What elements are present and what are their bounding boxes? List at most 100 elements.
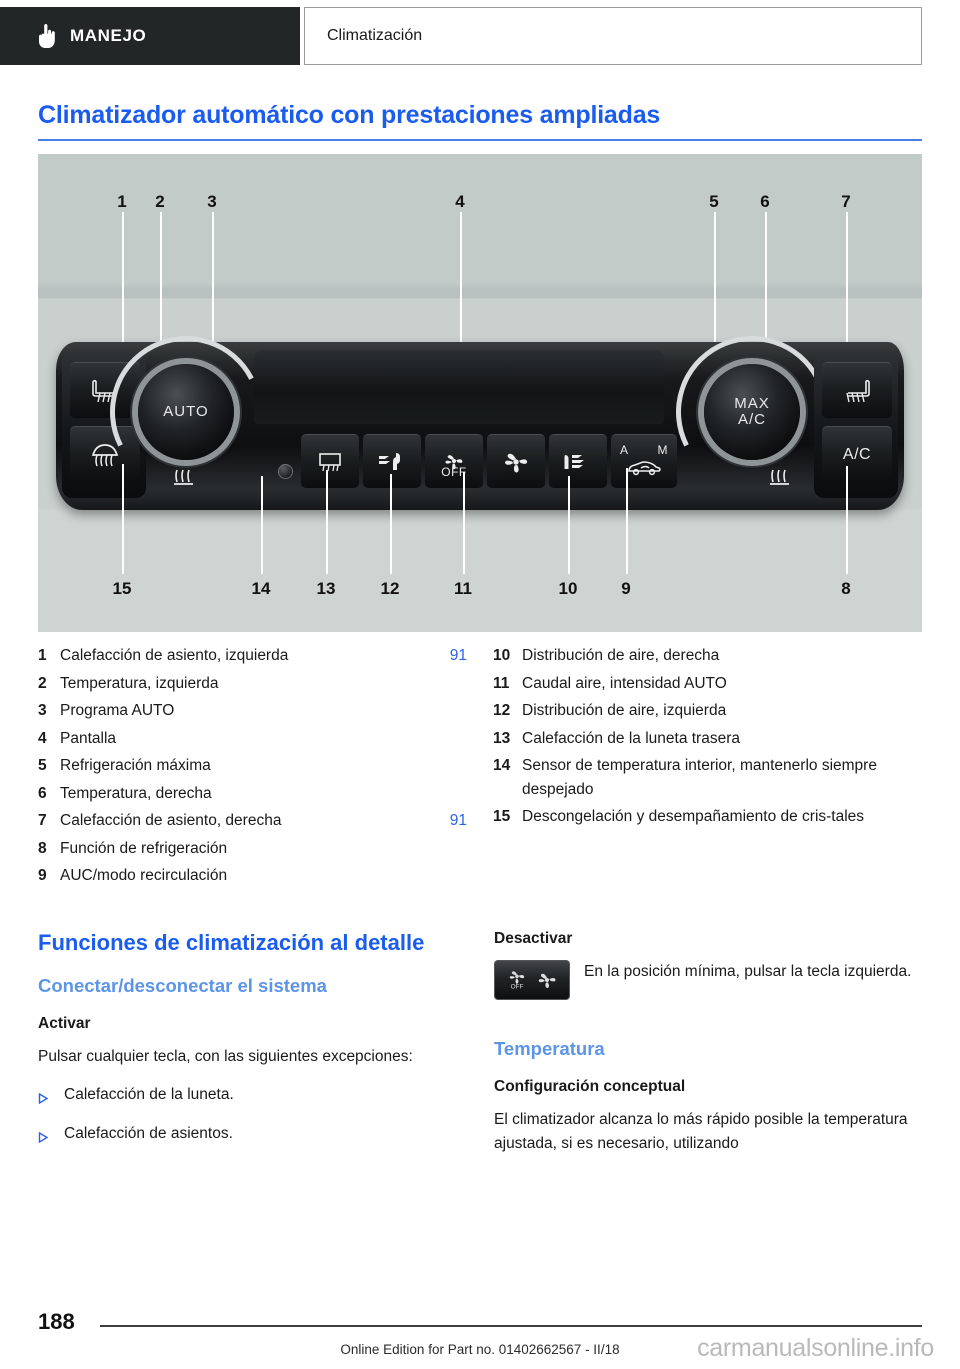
content-column-right: Desactivar OFF En la posición mínima, pu…	[494, 930, 918, 1170]
figure-callout-4: 4	[455, 192, 465, 211]
air-distribution-right-button[interactable]	[549, 434, 607, 488]
windscreen-defrost-icon	[91, 443, 119, 466]
ac-button-label: A/C	[842, 445, 872, 463]
heating-waves-left-icon	[174, 469, 193, 485]
legend-number: 3	[38, 702, 47, 720]
legend-label: Temperatura, derecha	[60, 784, 212, 802]
legend-number: 5	[38, 757, 47, 775]
legend-item: 3 Programa AUTO	[38, 699, 467, 723]
leader-line-1	[122, 212, 124, 384]
figure-callout-6: 6	[760, 192, 770, 211]
legend-label: Función de refrigeración	[60, 839, 228, 857]
list-item: Calefacción de la luneta.	[38, 1083, 462, 1112]
legend-item: 11 Caudal aire, intensidad AUTO	[493, 672, 922, 696]
edition-text: Online Edition for Part no. 01402662567 …	[340, 1342, 620, 1357]
climate-console: AUTO OFF	[56, 316, 904, 510]
figure-callout-7: 7	[841, 192, 851, 211]
legend-number: 11	[493, 674, 510, 692]
leader-line-5	[714, 212, 716, 384]
leader-line-3	[212, 212, 214, 392]
page-footer: 188 Online Edition for Part no. 01402662…	[0, 1293, 960, 1369]
legend-label: Pantalla	[60, 729, 117, 747]
heating-waves-right-icon	[770, 469, 789, 485]
climate-display	[254, 350, 664, 424]
leader-line-7	[846, 212, 848, 378]
pointing-hand-icon	[36, 24, 56, 48]
auto-program-knob[interactable]: AUTO	[138, 364, 234, 460]
content-columns: Funciones de climatización al detalle Co…	[38, 930, 922, 1170]
section-tab-label: MANEJO	[70, 26, 147, 45]
inline-fan-icon	[538, 973, 556, 989]
legend-number: 10	[493, 647, 511, 664]
auc-recirculation-button[interactable]: A M	[611, 434, 677, 488]
leader-line-14	[261, 476, 263, 574]
chapter-tab-label: Climatización	[327, 27, 423, 44]
air-distribution-left-button[interactable]	[363, 434, 421, 488]
rear-window-defrost-icon	[319, 452, 341, 471]
legend-xref[interactable]: 91	[449, 812, 467, 830]
legend-item: 8 Función de refrigeración	[38, 837, 467, 861]
max-ac-knob[interactable]: MAX A/C	[704, 364, 800, 460]
legend-label: Caudal aire, intensidad AUTO	[522, 674, 727, 692]
legend-number: 8	[38, 839, 47, 857]
seat-heating-right-button[interactable]	[822, 362, 892, 418]
auc-manual-label: M	[657, 443, 668, 457]
figure-callout-5: 5	[709, 192, 719, 211]
seat-heating-icon	[92, 379, 116, 402]
rear-window-defrost-button[interactable]	[301, 434, 359, 488]
legend-label: AUC/modo recirculación	[60, 867, 228, 885]
figure-callout-13: 13	[316, 579, 336, 598]
legend-label: Calefacción de asiento, izquierda	[60, 647, 289, 664]
max-ac-label-line2: A/C	[737, 411, 766, 428]
figure-callout-10: 10	[558, 579, 578, 598]
page-title: Climatizador automático con prestaciones…	[38, 101, 661, 129]
windscreen-defrost-button[interactable]	[70, 426, 140, 482]
leader-line-2	[160, 212, 162, 344]
config-text: El climatizador alcanza lo más rápido po…	[494, 1110, 908, 1152]
legend-number: 1	[38, 647, 47, 664]
figure-callout-2: 2	[155, 192, 165, 211]
fan-off-and-fan-key-icon: OFF	[494, 959, 570, 1000]
air-distribution-right-icon	[564, 454, 584, 469]
leader-line-8	[846, 466, 848, 574]
figure-callout-12: 12	[380, 579, 400, 598]
leader-line-4	[460, 212, 462, 350]
fan-speed-button[interactable]	[487, 434, 545, 488]
fan-off-button[interactable]: OFF	[425, 434, 483, 488]
recirculation-car-icon	[628, 461, 661, 476]
figure-callout-15: 15	[112, 579, 132, 598]
footer-divider	[100, 1325, 922, 1327]
legend-xref[interactable]: 91	[449, 647, 467, 664]
activate-exceptions-list: Calefacción de la luneta. Calefacción de…	[38, 1083, 462, 1151]
legend-label: Programa AUTO	[60, 702, 175, 720]
deactivate-text: En la posición mínima, pulsar la tecla i…	[584, 962, 912, 980]
seat-heating-left-button[interactable]	[70, 362, 140, 418]
legend-number: 14	[493, 757, 511, 775]
legend-item: 6 Temperatura, derecha	[38, 782, 467, 806]
figure-callout-8: 8	[841, 579, 851, 598]
deactivate-heading: Desactivar	[494, 929, 573, 947]
legend-number: 12	[493, 702, 511, 720]
interior-temperature-sensor	[278, 464, 293, 479]
deactivate-note: OFF En la posición mínima, pulsar la tec…	[494, 959, 918, 1000]
leader-line-15	[122, 464, 124, 574]
title-divider	[38, 139, 922, 141]
figure-callout-11: 11	[454, 579, 472, 598]
leader-line-13	[326, 470, 328, 574]
legend-item: 1 Calefacción de asiento, izquierda 91	[38, 644, 467, 668]
legend-number: 6	[38, 784, 47, 802]
list-item: Calefacción de asientos.	[38, 1122, 462, 1151]
ac-button[interactable]: A/C	[822, 426, 892, 482]
leader-line-12	[390, 474, 392, 574]
seat-heating-right-icon	[846, 379, 870, 402]
breadcrumb-chapter-tab[interactable]: Climatización	[304, 7, 922, 65]
fan-icon	[505, 453, 528, 473]
breadcrumb-section-tab[interactable]: MANEJO	[0, 7, 300, 65]
